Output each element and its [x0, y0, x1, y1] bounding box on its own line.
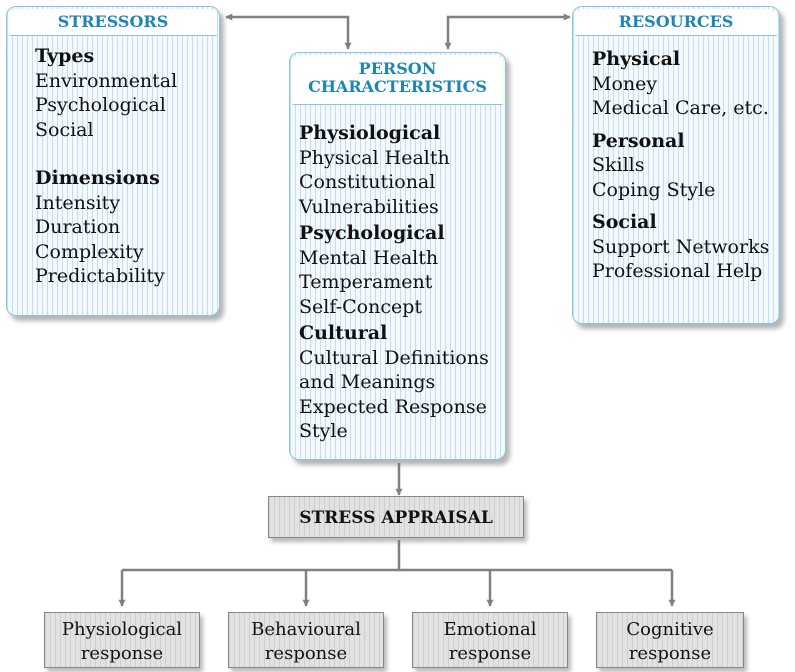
response-line2: response	[448, 643, 532, 664]
response-line2: response	[264, 643, 348, 664]
resources-header: RESOURCES	[575, 9, 777, 36]
resources-content: Physical Money Medical Care, etc. Person…	[592, 47, 769, 284]
stressors-panel: STRESSORS Types Environmental Psychologi…	[6, 6, 220, 316]
physiological-heading: Physiological	[299, 122, 441, 144]
stressors-header: STRESSORS	[9, 9, 217, 36]
dimension-item: Predictability	[35, 265, 165, 287]
dimension-item: Intensity	[35, 191, 121, 214]
person-characteristics-header: PERSON CHARACTERISTICS	[292, 55, 503, 105]
response-line2: response	[80, 643, 164, 664]
physiological-item: Vulnerabilities	[299, 195, 439, 218]
psychological-item: Self-Concept	[299, 295, 423, 318]
psychological-heading: Psychological	[299, 222, 445, 244]
person-characteristics-panel: PERSON CHARACTERISTICS Physiological Phy…	[289, 52, 506, 460]
personal-heading: Personal	[592, 129, 685, 152]
type-item: Environmental	[35, 69, 178, 92]
dimensions-heading: Dimensions	[35, 167, 160, 189]
cultural-item: Expected Response	[299, 395, 487, 418]
personal-item: Skills	[592, 154, 645, 176]
psychological-item: Mental Health	[299, 246, 439, 269]
physical-item: Medical Care, etc.	[592, 97, 769, 119]
physical-heading: Physical	[592, 48, 681, 70]
personal-item: Coping Style	[592, 178, 716, 201]
dimension-item: Complexity	[35, 240, 144, 263]
person-header-line1: PERSON	[358, 59, 437, 78]
type-item: Social	[35, 118, 94, 141]
psychological-item: Temperament	[299, 271, 433, 293]
emotional-response-box: Emotional response	[412, 612, 568, 668]
stress-appraisal-box: STRESS APPRAISAL	[268, 496, 524, 538]
arrow-resources-to-person	[444, 13, 571, 50]
response-line1: Emotional	[443, 619, 537, 640]
dimension-item: Duration	[35, 216, 121, 238]
social-item: Professional Help	[592, 260, 763, 282]
arrow-stressors-to-person	[225, 13, 352, 50]
types-heading: Types	[35, 45, 95, 67]
person-header-line2: CHARACTERISTICS	[308, 77, 487, 96]
social-item: Support Networks	[592, 235, 770, 258]
resources-panel: RESOURCES Physical Money Medical Care, e…	[572, 6, 780, 324]
response-line2: response	[628, 643, 712, 664]
response-line1: Cognitive	[626, 619, 714, 640]
behavioural-response-box: Behavioural response	[228, 612, 384, 668]
response-line1: Physiological	[61, 619, 183, 640]
stressors-content: Types Environmental Psychological Social…	[35, 44, 177, 289]
physiological-item: Constitutional	[299, 171, 436, 193]
cultural-item: Style	[299, 420, 348, 442]
type-item: Psychological	[35, 94, 166, 116]
cultural-item: and Meanings	[299, 371, 436, 393]
cognitive-response-box: Cognitive response	[596, 612, 744, 668]
response-line1: Behavioural	[251, 619, 361, 640]
physical-item: Money	[592, 72, 658, 95]
physiological-response-box: Physiological response	[44, 612, 200, 668]
social-heading: Social	[592, 211, 657, 233]
person-content: Physiological Physical Health Constituti…	[299, 121, 489, 444]
physiological-item: Physical Health	[299, 146, 450, 169]
cultural-heading: Cultural	[299, 322, 388, 344]
cultural-item: Cultural Definitions	[299, 346, 489, 369]
